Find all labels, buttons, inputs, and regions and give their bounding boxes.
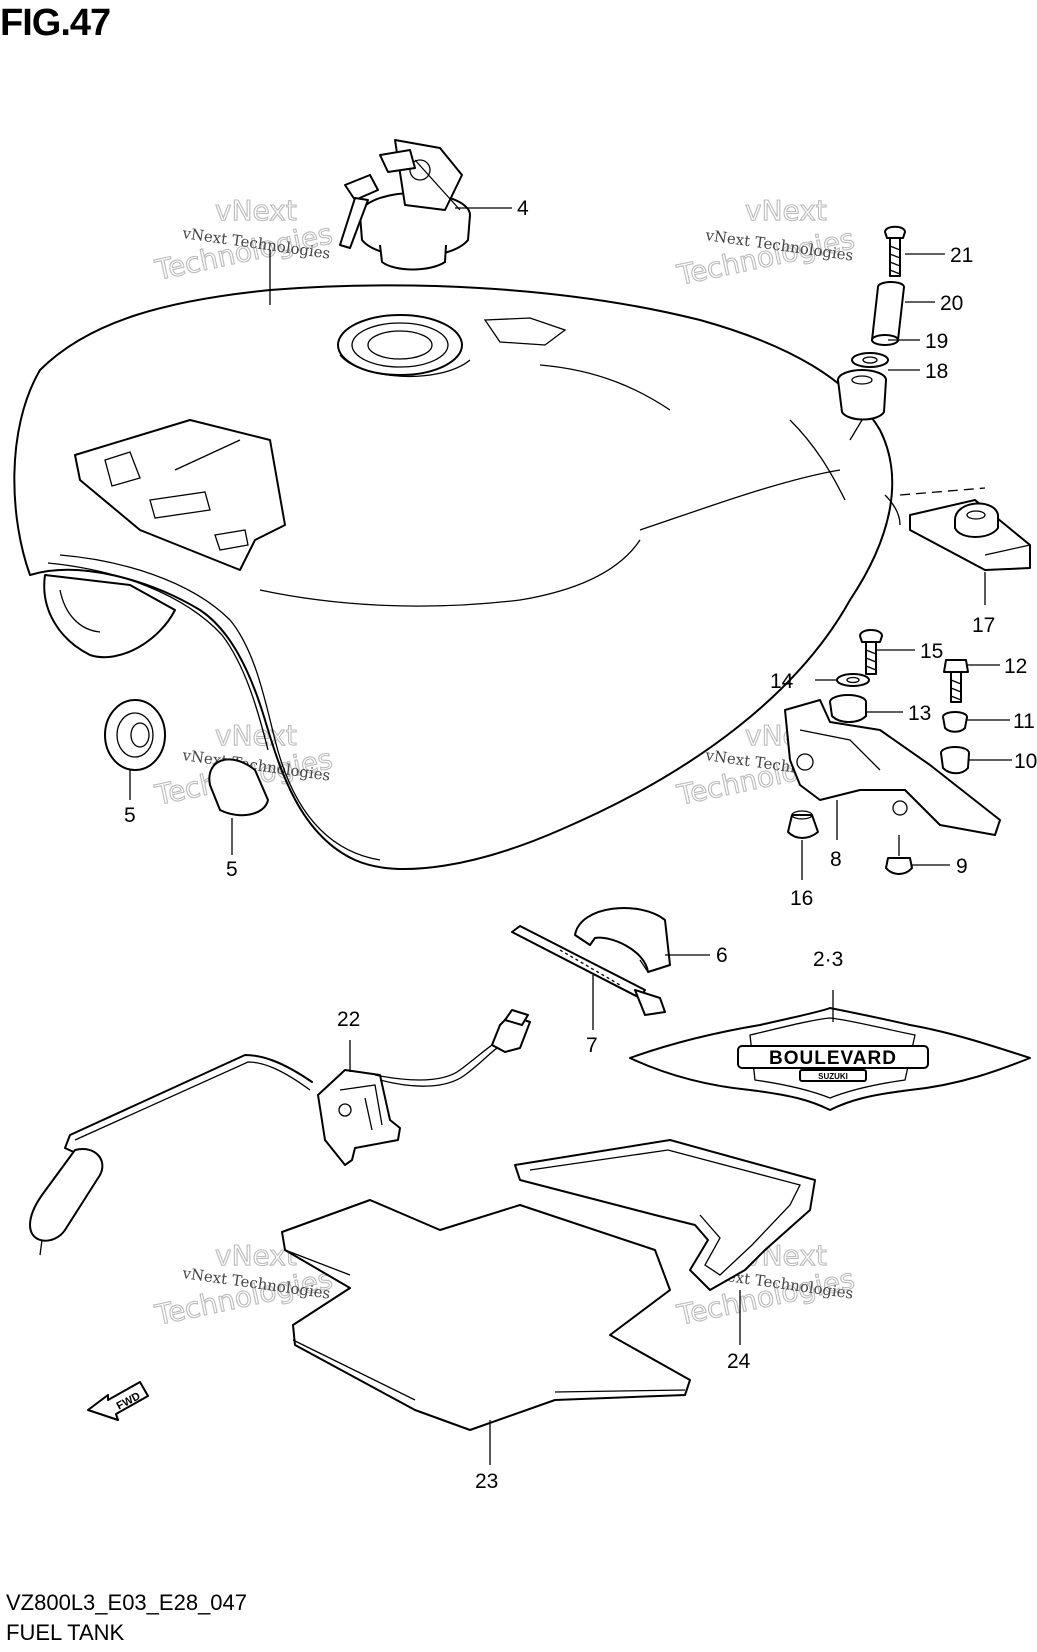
fwd-arrow: FWD bbox=[87, 1381, 149, 1421]
callout-6: 6 bbox=[716, 944, 728, 967]
part-cushion-5b bbox=[208, 758, 269, 817]
part-cushion-5a bbox=[104, 699, 166, 771]
callout-9: 9 bbox=[956, 855, 968, 878]
callout-7: 7 bbox=[586, 1034, 598, 1057]
callout-21: 21 bbox=[950, 244, 973, 267]
callout-15: 15 bbox=[920, 640, 943, 663]
part-bracket-8 bbox=[784, 699, 1001, 836]
callout-23: 23 bbox=[475, 1470, 498, 1493]
callout-24: 24 bbox=[727, 1350, 751, 1373]
watermark-group: vNext Technologies vNext Technologies vN… bbox=[151, 193, 858, 1332]
callout-17: 17 bbox=[972, 614, 995, 637]
svg-text:vNext: vNext bbox=[215, 719, 297, 752]
part-grommet-13 bbox=[829, 694, 867, 723]
part-seal-24 bbox=[514, 1139, 816, 1291]
part-collar-16 bbox=[787, 810, 819, 839]
part-tie-7 bbox=[511, 925, 666, 1016]
fuel-tank bbox=[13, 284, 901, 870]
part-washer-14 bbox=[836, 673, 870, 687]
part-insulator-23 bbox=[281, 1199, 691, 1431]
callout-11: 11 bbox=[1013, 710, 1035, 733]
part-washer-11 bbox=[942, 711, 968, 733]
part-bolt-21 bbox=[884, 225, 906, 277]
part-bolt-12 bbox=[943, 659, 969, 703]
emblem-text: BOULEVARD bbox=[769, 1048, 897, 1069]
part-nut-9 bbox=[885, 835, 913, 875]
part-washer-19 bbox=[851, 352, 889, 368]
figure-title: FIG.47 bbox=[0, 2, 111, 44]
callout-13: 13 bbox=[908, 702, 931, 725]
watermark-1: vNext Technologies vNext Technologies bbox=[151, 193, 336, 287]
leader-lines bbox=[129, 207, 1012, 1465]
callout-20: 20 bbox=[940, 292, 963, 315]
callout-8: 8 bbox=[830, 848, 842, 871]
callout-16: 16 bbox=[790, 887, 813, 910]
callout-22: 22 bbox=[337, 1008, 360, 1031]
part-cushion-18 bbox=[837, 369, 887, 441]
part-bolt-15 bbox=[859, 629, 883, 675]
figure-code: VZ800L3_E03_E28_047 bbox=[6, 1590, 247, 1615]
figure-name: FUEL TANK bbox=[6, 1620, 125, 1645]
svg-text:vNext: vNext bbox=[215, 194, 297, 227]
part-mount-17 bbox=[899, 487, 1031, 571]
part-grommet-10 bbox=[940, 746, 970, 775]
part-cover-6 bbox=[574, 907, 671, 973]
callout-19: 19 bbox=[925, 330, 948, 353]
callout-2-3: 2·3 bbox=[813, 948, 843, 971]
part-emblem-2-3: BOULEVARD SUZUKI bbox=[629, 1007, 1031, 1111]
callout-14: 14 bbox=[770, 670, 794, 693]
callout-12: 12 bbox=[1004, 655, 1027, 678]
callout-18: 18 bbox=[925, 360, 948, 383]
part-collar-20 bbox=[871, 281, 905, 346]
callout-5b: 5 bbox=[226, 858, 238, 881]
part-fuel-cap bbox=[339, 139, 471, 271]
part-fuel-gauge-22 bbox=[29, 1009, 531, 1256]
svg-text:vNext: vNext bbox=[745, 194, 827, 227]
callout-4: 4 bbox=[517, 197, 529, 220]
callout-10: 10 bbox=[1014, 750, 1037, 773]
callout-labels: 4 21 20 19 18 17 15 12 14 13 11 10 9 8 1… bbox=[124, 197, 1037, 1493]
callout-5a: 5 bbox=[124, 804, 136, 827]
watermark-2: vNext Technologies vNext Technologies bbox=[673, 193, 858, 292]
emblem-subtext: SUZUKI bbox=[818, 1072, 848, 1081]
